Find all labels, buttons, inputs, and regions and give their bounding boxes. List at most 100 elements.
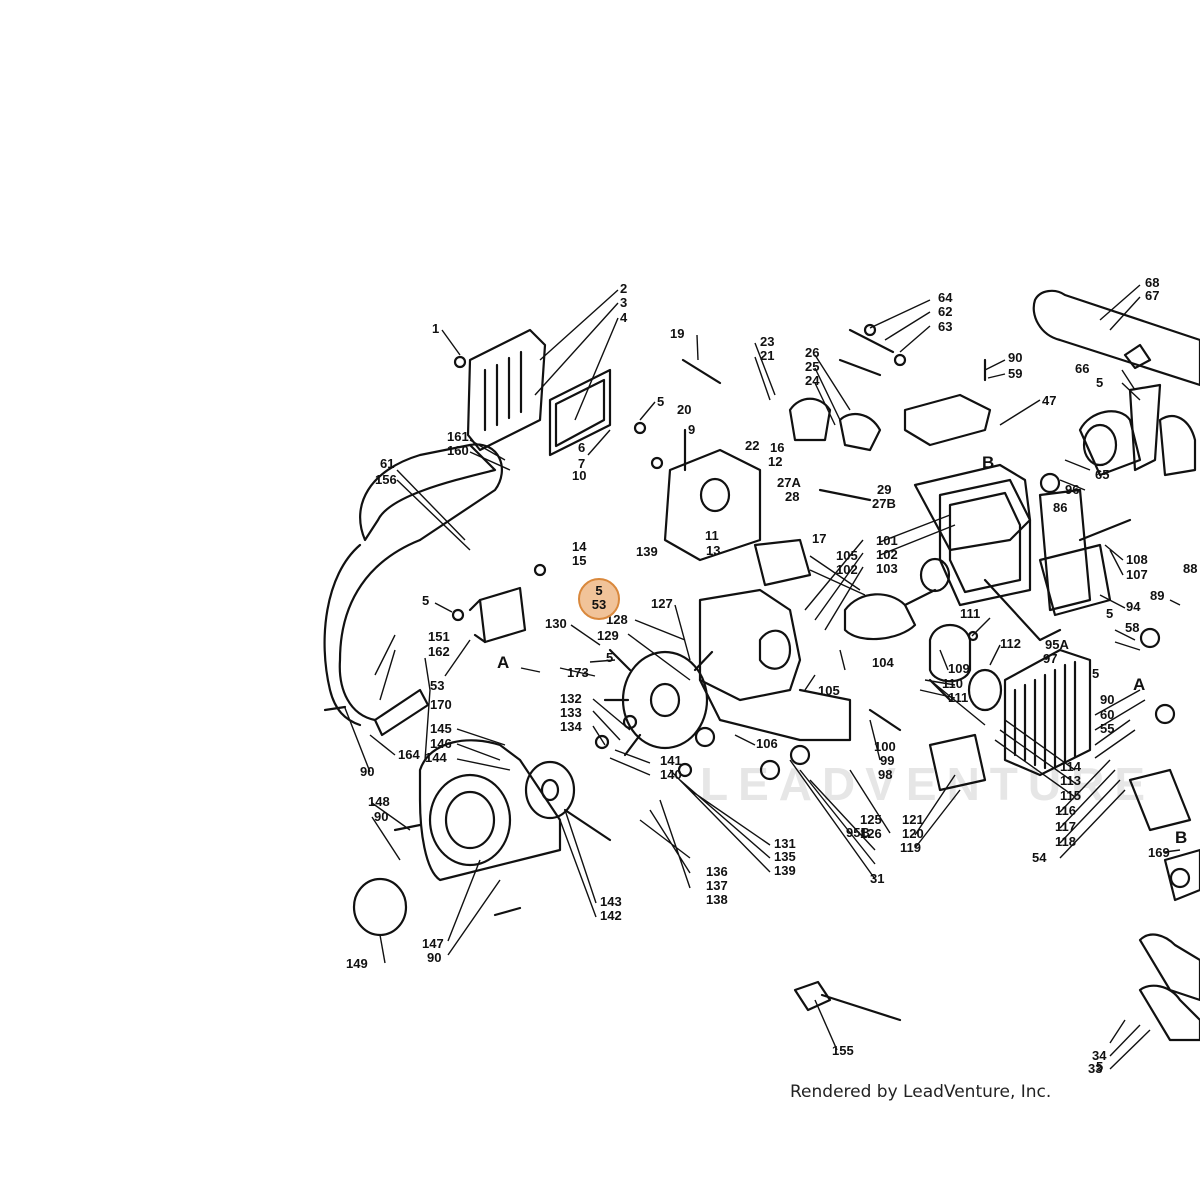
part-label-5-7[interactable]: 5 <box>1096 1059 1103 1074</box>
part-label-95b[interactable]: 95B <box>846 825 870 840</box>
part-label-59[interactable]: 59 <box>1008 366 1022 381</box>
part-label-134[interactable]: 134 <box>560 719 582 734</box>
part-label-5-6[interactable]: 5 <box>1092 666 1099 681</box>
part-label-170[interactable]: 170 <box>430 697 452 712</box>
part-label-9[interactable]: 9 <box>688 422 695 437</box>
part-label-101[interactable]: 101 <box>876 533 898 548</box>
part-label-140[interactable]: 140 <box>660 767 682 782</box>
part-label-6[interactable]: 6 <box>578 440 585 455</box>
part-label-173[interactable]: 173 <box>567 665 589 680</box>
part-label-132[interactable]: 132 <box>560 691 582 706</box>
part-label-111[interactable]: 111 <box>960 606 980 621</box>
part-label-24[interactable]: 24 <box>805 373 820 388</box>
part-label-133[interactable]: 133 <box>560 705 582 720</box>
part-label-26[interactable]: 26 <box>805 345 819 360</box>
part-label-61[interactable]: 61 <box>380 456 394 471</box>
part-label-90-4[interactable]: 90 <box>427 950 441 965</box>
part-label-90[interactable]: 90 <box>1008 350 1022 365</box>
part-label-137[interactable]: 137 <box>706 878 728 893</box>
part-label-144[interactable]: 144 <box>425 750 447 765</box>
part-label-155[interactable]: 155 <box>832 1043 854 1058</box>
part-label-54[interactable]: 54 <box>1032 850 1047 865</box>
part-label-90-5[interactable]: 90 <box>1100 692 1114 707</box>
part-label-126[interactable]: 126 <box>860 826 882 841</box>
part-label-12[interactable]: 12 <box>768 454 782 469</box>
part-label-94[interactable]: 94 <box>1126 599 1141 614</box>
part-label-115[interactable]: 115 <box>1060 788 1081 803</box>
part-label-120[interactable]: 120 <box>902 826 924 841</box>
part-label-116[interactable]: 116 <box>1055 803 1076 818</box>
part-label-127[interactable]: 127 <box>651 596 673 611</box>
part-label-88[interactable]: 88 <box>1183 561 1197 576</box>
part-label-142[interactable]: 142 <box>600 908 622 923</box>
part-label-104[interactable]: 104 <box>872 655 894 670</box>
part-label-2[interactable]: 2 <box>620 281 627 296</box>
part-label-97[interactable]: 97 <box>1043 651 1057 666</box>
part-label-17[interactable]: 17 <box>812 531 826 546</box>
part-label-105[interactable]: 105 <box>836 548 858 563</box>
part-label-86[interactable]: 86 <box>1053 500 1067 515</box>
part-label-29[interactable]: 29 <box>877 482 891 497</box>
part-label-102-2[interactable]: 102 <box>836 562 858 577</box>
part-label-146[interactable]: 146 <box>430 736 452 751</box>
part-label-14[interactable]: 14 <box>572 539 587 554</box>
part-label-143[interactable]: 143 <box>600 894 622 909</box>
part-label-4[interactable]: 4 <box>620 310 628 325</box>
part-label-65[interactable]: 65 <box>1095 467 1109 482</box>
part-label-156[interactable]: 156 <box>375 472 397 487</box>
part-label-125[interactable]: 125 <box>860 812 882 827</box>
part-label-119[interactable]: 119 <box>900 840 921 855</box>
part-label-55[interactable]: 55 <box>1100 721 1114 736</box>
part-label-47[interactable]: 47 <box>1042 393 1056 408</box>
part-label-151[interactable]: 151 <box>428 629 450 644</box>
part-label-118[interactable]: 118 <box>1055 834 1076 849</box>
part-label-5-4[interactable]: 5 <box>1096 375 1103 390</box>
part-label-63[interactable]: 63 <box>938 319 952 334</box>
part-label-19[interactable]: 19 <box>670 326 684 341</box>
part-label-21[interactable]: 21 <box>760 348 774 363</box>
part-label-135[interactable]: 135 <box>774 849 796 864</box>
highlighted-part-hotspot[interactable]: 5 53 <box>578 578 620 620</box>
part-label-27a[interactable]: 27A <box>777 475 801 490</box>
part-label-121[interactable]: 121 <box>902 812 924 827</box>
part-label-99[interactable]: 99 <box>880 753 894 768</box>
part-label-129[interactable]: 129 <box>597 628 619 643</box>
part-label-130[interactable]: 130 <box>545 616 567 631</box>
part-label-139[interactable]: 139 <box>636 544 658 559</box>
part-label-31[interactable]: 31 <box>870 871 884 886</box>
part-label-66[interactable]: 66 <box>1075 361 1089 376</box>
part-label-105-2[interactable]: 105 <box>818 683 840 698</box>
part-label-28[interactable]: 28 <box>785 489 799 504</box>
part-label-110[interactable]: 110 <box>942 676 963 691</box>
part-label-114[interactable]: 114 <box>1060 759 1082 774</box>
part-label-147[interactable]: 147 <box>422 936 444 951</box>
part-label-106[interactable]: 106 <box>756 736 778 751</box>
part-label-145[interactable]: 145 <box>430 721 452 736</box>
part-label-112[interactable]: 112 <box>1000 636 1021 651</box>
part-label-64[interactable]: 64 <box>938 290 953 305</box>
part-label-89[interactable]: 89 <box>1150 588 1164 603</box>
part-label-113[interactable]: 113 <box>1060 773 1081 788</box>
part-label-131[interactable]: 131 <box>774 836 796 851</box>
part-label-5-3[interactable]: 5 <box>606 650 613 665</box>
part-label-160[interactable]: 160 <box>447 443 469 458</box>
part-label-107[interactable]: 107 <box>1126 567 1148 582</box>
part-label-20[interactable]: 20 <box>677 402 691 417</box>
part-label-11[interactable]: 11 <box>705 528 719 543</box>
part-label-67[interactable]: 67 <box>1145 288 1159 303</box>
part-label-1[interactable]: 1 <box>432 321 439 336</box>
part-label-34[interactable]: 34 <box>1092 1048 1107 1063</box>
part-label-60[interactable]: 60 <box>1100 707 1114 722</box>
part-label-53[interactable]: 53 <box>430 678 444 693</box>
part-label-33[interactable]: 33 <box>1088 1061 1102 1076</box>
part-label-5[interactable]: 5 <box>657 394 664 409</box>
part-label-95a[interactable]: 95A <box>1045 637 1069 652</box>
part-label-16[interactable]: 16 <box>770 440 784 455</box>
part-label-23[interactable]: 23 <box>760 334 774 349</box>
part-label-103[interactable]: 103 <box>876 561 898 576</box>
part-label-148[interactable]: 148 <box>368 794 390 809</box>
part-label-141[interactable]: 141 <box>660 753 682 768</box>
part-label-7[interactable]: 7 <box>578 456 585 471</box>
part-label-5-5[interactable]: 5 <box>1106 606 1113 621</box>
part-label-138[interactable]: 138 <box>706 892 728 907</box>
